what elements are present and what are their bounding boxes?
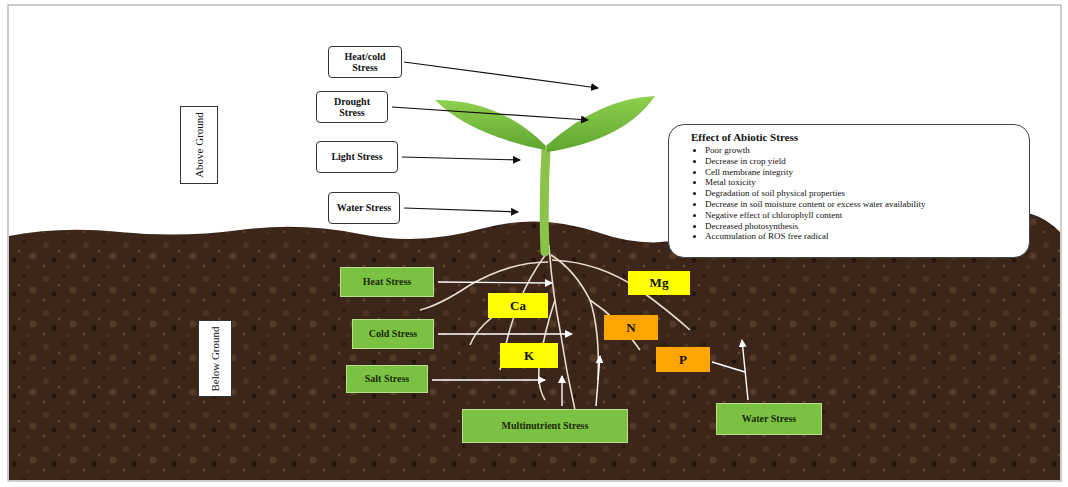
stress-label: Salt Stress (365, 373, 410, 385)
effect-item: Negative effect of chlorophyll content (705, 210, 1019, 221)
stress-box: N (604, 315, 658, 340)
region-label: Below Ground (209, 326, 221, 391)
stress-box: Mg (628, 271, 690, 295)
stress-arrows (432, 282, 748, 406)
stress-label: K (524, 348, 534, 364)
bullet-list: Poor growthDecrease in crop yieldCell me… (691, 145, 1019, 242)
plant-stem (544, 150, 546, 252)
stress-label: Cold Stress (369, 328, 417, 340)
stress-box: Multinutrient Stress (462, 409, 628, 443)
stress-label: Heat/cold Stress (334, 51, 396, 74)
stress-box: Ca (488, 293, 548, 318)
frame (8, 5, 1061, 481)
effect-item: Decrease in soil moisture content or exc… (705, 199, 1019, 210)
stress-box: Heat Stress (340, 267, 434, 297)
effect-item: Decrease in crop yield (705, 156, 1019, 167)
region-label: Above Ground (193, 112, 205, 178)
stress-label: N (626, 320, 635, 336)
effect-box: Effect of Abiotic StressPoor growthDecre… (668, 124, 1030, 258)
stress-label: Mg (650, 275, 669, 291)
effect-item: Metal toxicity (705, 177, 1019, 188)
stress-box: Cold Stress (352, 319, 434, 349)
stress-box: Water Stress (328, 192, 400, 224)
stress-box: Water Stress (716, 403, 822, 435)
stress-label: Water Stress (742, 413, 796, 425)
stress-box: Drought Stress (316, 91, 388, 123)
stress-label: Water Stress (337, 202, 391, 214)
box-heading: Effect of Abiotic Stress (691, 131, 1019, 143)
stress-label: Drought Stress (322, 96, 382, 119)
region-label-box: Below Ground (198, 320, 232, 397)
stress-label: P (679, 352, 687, 368)
stress-label: Heat Stress (363, 276, 411, 288)
stress-box: Heat/cold Stress (328, 46, 402, 78)
roots (420, 245, 690, 410)
region-label-box: Above Ground (180, 106, 218, 184)
stress-label: Multinutrient Stress (502, 420, 589, 432)
effect-item: Cell membrane integrity (705, 167, 1019, 178)
stress-box: Salt Stress (346, 365, 428, 393)
stress-label: Light Stress (331, 151, 382, 163)
effect-item: Decreased photosynthesis (705, 221, 1019, 232)
plant-leaf (435, 100, 545, 150)
effect-item: Degradation of soil physical properties (705, 188, 1019, 199)
effect-item: Accumulation of ROS free radical (705, 231, 1019, 242)
effect-item: Poor growth (705, 145, 1019, 156)
stress-box: Light Stress (316, 141, 398, 173)
stress-label: Ca (510, 298, 526, 314)
stress-box: K (500, 343, 558, 368)
plant-leaf (547, 96, 655, 152)
stress-box: P (656, 347, 710, 372)
stress-arrows (392, 62, 598, 212)
